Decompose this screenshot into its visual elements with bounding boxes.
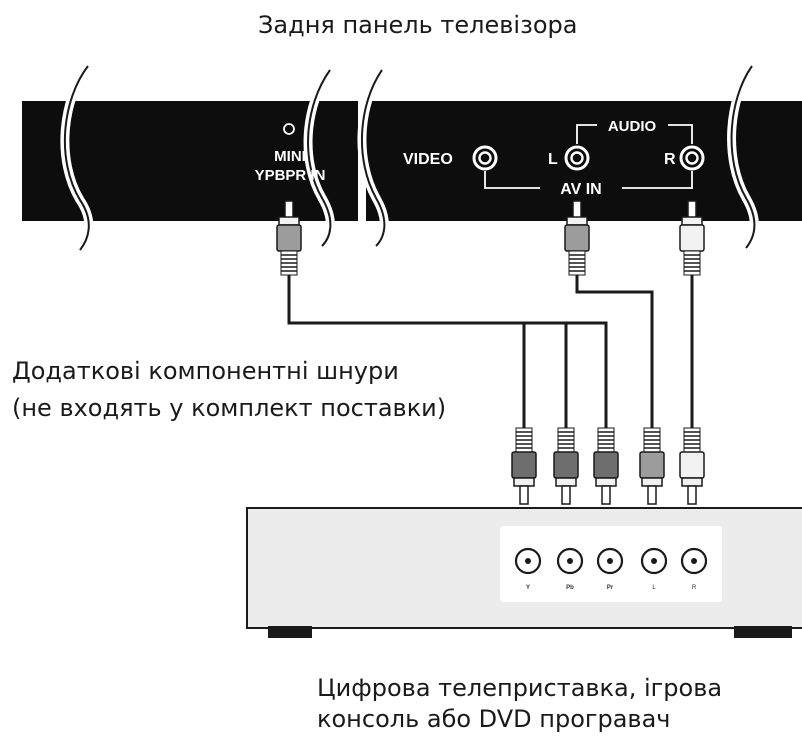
r-plug [679, 427, 705, 505]
source-device: Y Pb Pr L R [246, 507, 802, 638]
audio-bracket-left [576, 124, 597, 144]
video-label: VIDEO [403, 151, 453, 168]
cables-caption-line2: (не входять у комплект поставки) [12, 394, 447, 422]
cables-caption-line1: Додаткові компонентні шнури [12, 357, 399, 385]
device-port-l-label: L [652, 585, 656, 591]
audio-right-jack-icon [679, 145, 705, 171]
av-in-label: AV IN [560, 181, 601, 198]
device-port-pb-label: Pb [566, 585, 574, 591]
audio-left-plug [564, 200, 590, 276]
audio-right-plug [679, 200, 705, 276]
cable-y [289, 321, 526, 430]
device-caption-line1: Цифрова телеприставка, ігрова [317, 674, 723, 702]
device-port-pr [596, 547, 624, 575]
device-caption-line2: консоль або DVD програвач [317, 705, 671, 733]
audio-label: AUDIO [608, 118, 657, 135]
device-port-r [680, 547, 708, 575]
component-cables [287, 272, 694, 430]
av-in-bracket-right [622, 171, 693, 189]
mini-label: MINI [274, 148, 306, 165]
device-port-pr-label: Pr [607, 585, 614, 591]
audio-left-jack-icon [564, 145, 590, 171]
audio-bracket-right [668, 124, 693, 144]
ypbpr-in-label: YPBPR IN [255, 167, 326, 184]
mini-ypbpr-plug [276, 200, 302, 276]
audio-right-label: R [664, 151, 676, 168]
audio-left-label: L [548, 151, 558, 168]
tv-side-plugs [276, 200, 705, 276]
mini-indicator-icon [283, 123, 295, 135]
tv-back-panel-caption: Задня панель телевізора [258, 11, 578, 39]
pb-plug [553, 427, 579, 505]
pr-plug [593, 427, 619, 505]
device-port-l [640, 547, 668, 575]
device-port-y [514, 547, 542, 575]
tv-panel-right: VIDEO L R AUDIO AV IN [357, 63, 802, 251]
device-port-pb [556, 547, 584, 575]
device-port-y-label: Y [526, 585, 530, 591]
device-side-plugs [511, 427, 705, 505]
av-in-bracket-left [484, 171, 540, 189]
device-port-r-label: R [692, 585, 697, 591]
tv-panel-left: MINI YPBPR IN [22, 63, 358, 253]
cable-audio-left [575, 272, 654, 430]
device-foot-left [268, 626, 312, 638]
l-plug [639, 427, 665, 505]
y-plug [511, 427, 537, 505]
video-jack-icon [472, 145, 498, 171]
device-foot-right [734, 626, 792, 638]
